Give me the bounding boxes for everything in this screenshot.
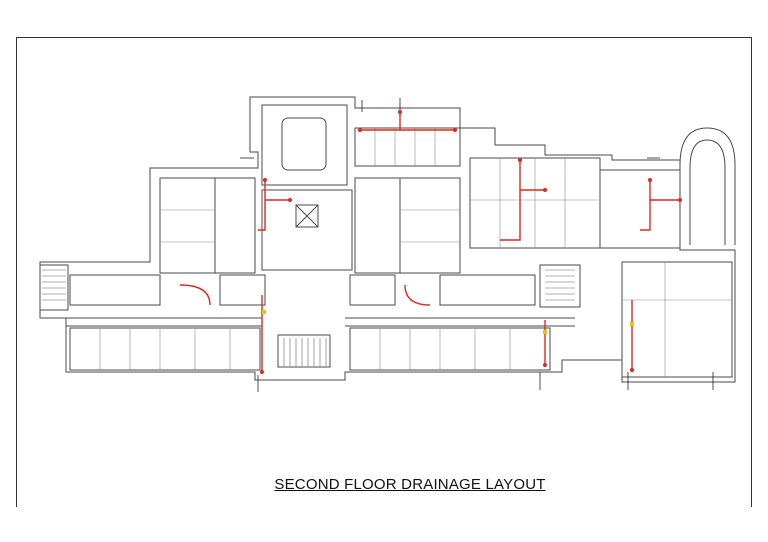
riser-marker	[260, 110, 682, 374]
drainage-pipe-run	[179, 112, 680, 372]
staircase-hatch	[42, 269, 575, 366]
sheet-border-top	[16, 37, 752, 38]
sheet-border-left	[16, 37, 17, 507]
building-walls	[39, 96, 736, 383]
drainage-accent	[262, 310, 634, 334]
drawing-title: SECOND FLOOR DRAINAGE LAYOUT	[274, 476, 546, 493]
room-partitions	[99, 128, 732, 377]
sheet-border-right	[751, 37, 752, 507]
riser-tags	[240, 98, 714, 392]
